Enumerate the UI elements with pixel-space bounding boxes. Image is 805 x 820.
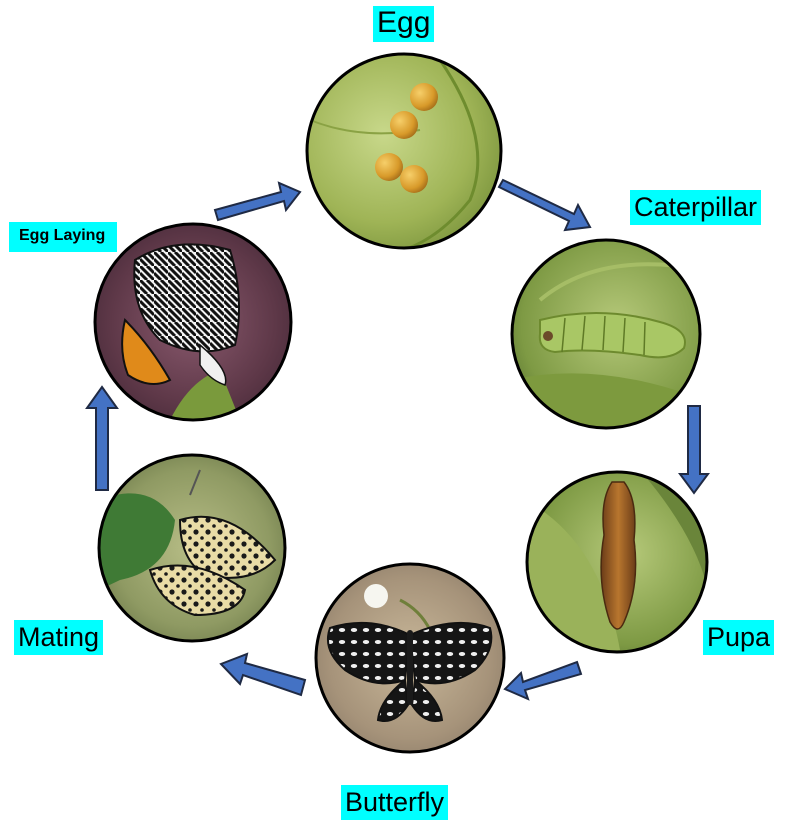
butterfly-photo [314, 562, 506, 754]
arrow-butterfly-to-mating [221, 654, 305, 695]
stage-label-pupa: Pupa [703, 620, 774, 655]
stage-label-egg-laying: Egg Laying [9, 222, 117, 252]
stage-label-caterpillar: Caterpillar [630, 190, 761, 225]
egg-laying-photo [95, 224, 291, 420]
arrow-mating-to-egg-laying [87, 387, 117, 490]
stage-label-butterfly: Butterfly [341, 785, 448, 820]
arrow-egg-to-caterpillar [499, 180, 590, 230]
mating-photo [99, 455, 285, 641]
egg-photo [300, 50, 520, 260]
arrow-caterpillar-to-pupa [680, 406, 708, 493]
stage-label-mating: Mating [14, 620, 103, 655]
stage-label-egg: Egg [373, 6, 434, 42]
pupa-photo [525, 470, 710, 655]
caterpillar-photo [510, 238, 704, 432]
arrow-pupa-to-butterfly [505, 662, 581, 699]
arrow-egg-laying-to-egg [215, 183, 300, 220]
